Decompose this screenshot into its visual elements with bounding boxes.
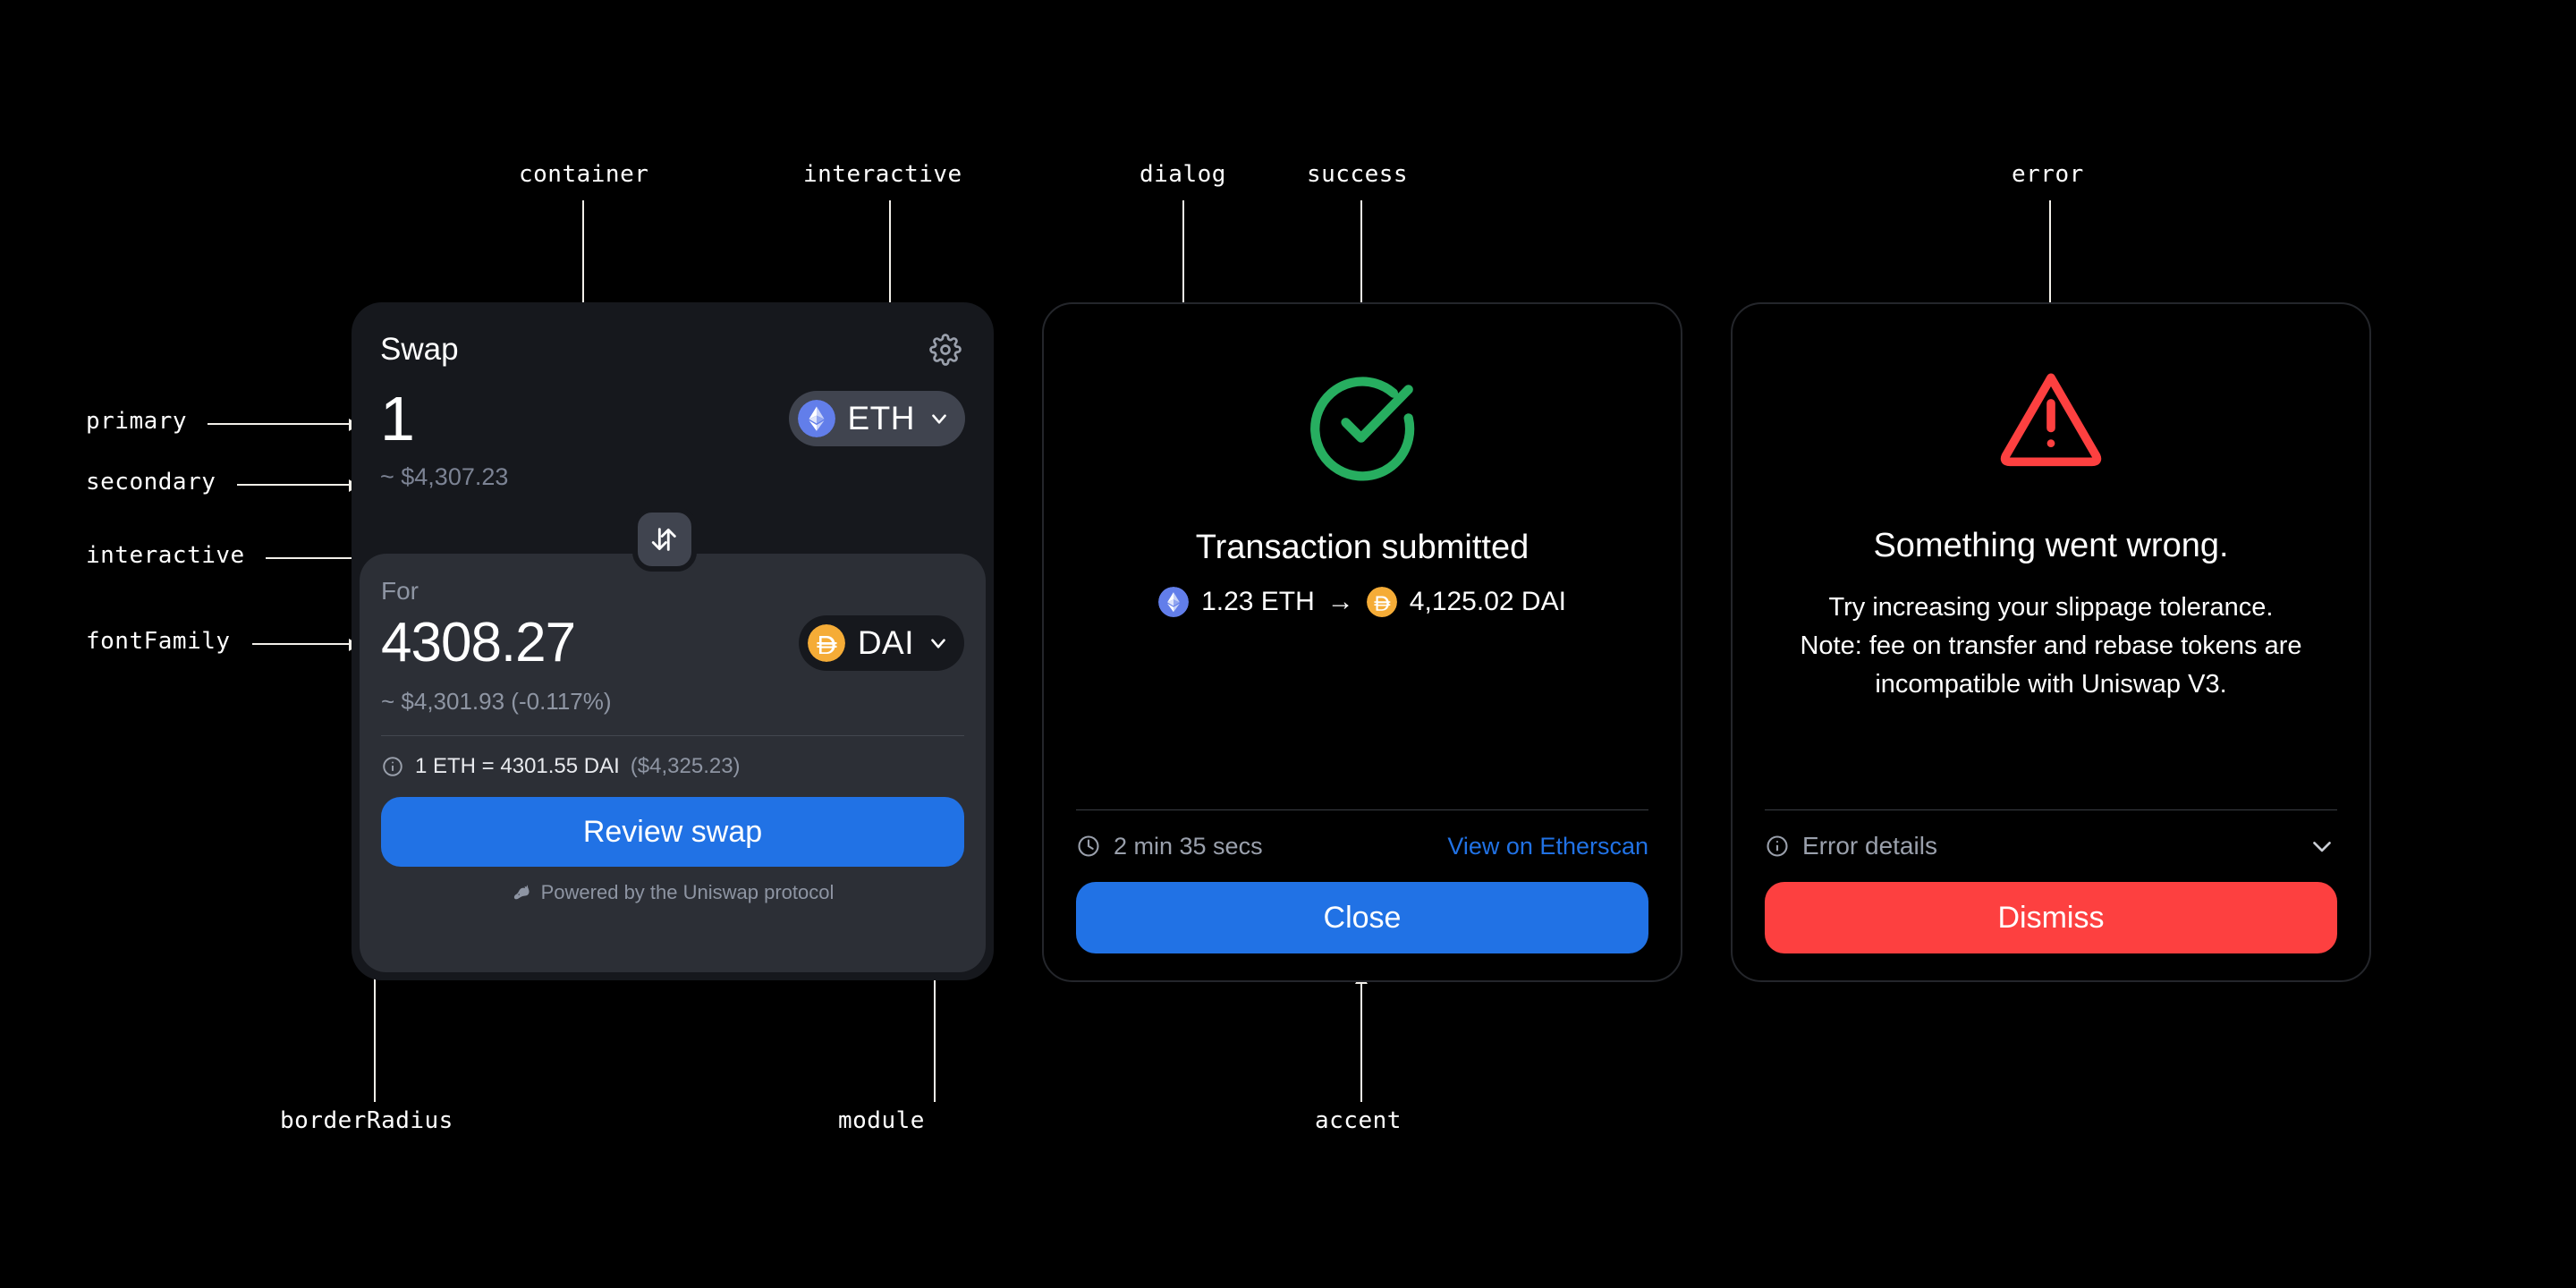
powered-by-footer: Powered by the Uniswap protocol — [381, 881, 964, 904]
annotation-dialog: dialog — [1140, 161, 1226, 188]
leader-line-fontfamily — [252, 643, 351, 645]
buy-amount-input[interactable]: 4308.27 — [381, 612, 576, 674]
annotation-primary: primary — [86, 408, 188, 435]
annotation-accent: accent — [1315, 1107, 1402, 1134]
ethereum-icon — [797, 400, 835, 437]
error-body: Try increasing your slippage tolerance. … — [1800, 593, 2302, 699]
buy-usd-value: ~ $4,301.93 (-0.117%) — [381, 688, 612, 715]
annotation-success: success — [1307, 161, 1409, 188]
swap-card: Swap 1 — [352, 302, 994, 980]
exchange-rate-text: 1 ETH = 4301.55 DAI — [415, 754, 620, 778]
leader-line-dialog — [1182, 200, 1184, 333]
leader-line-container — [582, 200, 584, 336]
sell-token-symbol: ETH — [847, 400, 915, 436]
powered-by-text: Powered by the Uniswap protocol — [540, 881, 835, 903]
module-divider — [381, 735, 964, 736]
chevron-down-icon — [931, 639, 945, 648]
annotation-interactive-toggle: interactive — [86, 542, 245, 569]
exchange-rate-usd: ($4,325.23) — [630, 754, 741, 778]
error-details-row[interactable]: Error details — [1765, 810, 2337, 882]
close-button[interactable]: Close — [1076, 882, 1648, 953]
check-circle-icon — [1305, 369, 1419, 487]
exchange-rate-row[interactable]: 1 ETH = 4301.55 DAI ($4,325.23) — [381, 754, 964, 779]
view-on-etherscan-link[interactable]: View on Etherscan — [1447, 832, 1648, 860]
error-title: Something went wrong. — [1873, 527, 2229, 564]
annotation-fontfamily: fontFamily — [86, 628, 231, 655]
swap-direction-button[interactable] — [632, 507, 697, 572]
dialog-title: Transaction submitted — [1195, 529, 1530, 566]
from-amount: 1.23 ETH — [1201, 587, 1315, 616]
page-title: Swap — [380, 332, 459, 367]
dai-icon — [807, 624, 845, 662]
leader-line-secondary — [237, 484, 351, 486]
leader-line-primary — [208, 423, 351, 425]
swap-direction-icon — [651, 528, 676, 551]
dismiss-button[interactable]: Dismiss — [1765, 882, 2337, 953]
chevron-down-icon[interactable] — [2307, 831, 2337, 861]
elapsed-time-text: 2 min 35 secs — [1114, 832, 1263, 860]
annotation-container: container — [519, 161, 649, 188]
error-dialog: Something went wrong. Try increasing you… — [1731, 302, 2371, 982]
dai-icon — [1366, 587, 1397, 617]
sell-token-selector[interactable]: ETH — [788, 391, 965, 446]
leader-line-interactive-top — [889, 200, 891, 399]
buy-label: For — [381, 577, 419, 605]
unicorn-icon — [513, 885, 530, 900]
annotation-module: module — [838, 1107, 925, 1134]
error-details-label: Error details — [1802, 832, 1937, 860]
sell-amount-input[interactable]: 1 — [380, 384, 415, 453]
buy-token-symbol: DAI — [857, 624, 914, 661]
annotation-secondary: secondary — [86, 469, 216, 496]
dialog-divider — [1076, 809, 1648, 810]
sell-amount-row: 1 ETH — [380, 381, 965, 456]
info-icon — [1767, 835, 1788, 857]
buy-token-selector[interactable]: DAI — [798, 615, 964, 671]
elapsed-time: 2 min 35 secs — [1076, 833, 1263, 860]
transaction-meta-row: 2 min 35 secs View on Etherscan — [1076, 810, 1648, 882]
leader-line-borderradius — [374, 968, 376, 1102]
annotation-borderradius: borderRadius — [280, 1107, 453, 1134]
buy-module: For 4308.27 DAI ~ $4,301.93 (-0.117%) — [360, 554, 986, 972]
to-amount: 4,125.02 DAI — [1409, 587, 1566, 616]
ethereum-icon — [1158, 587, 1190, 617]
clock-icon — [1078, 835, 1099, 857]
sell-usd-value: ~ $4,307.23 — [380, 463, 509, 490]
buy-amount-row: 4308.27 DAI — [381, 609, 964, 677]
swap-header: Swap — [380, 329, 965, 370]
sell-panel: 1 ETH ~ $4, — [352, 381, 994, 560]
annotation-error: error — [2012, 161, 2084, 188]
leader-line-error — [2049, 200, 2051, 401]
review-swap-button[interactable]: Review swap — [381, 797, 964, 867]
swap-summary: 1.23 ETH → 4,125.02 DAI — [1158, 587, 1566, 617]
leader-line-accent — [1360, 984, 1362, 1102]
error-details-label-group: Error details — [1765, 832, 1937, 860]
alert-triangle-icon — [1997, 369, 2105, 471]
info-icon — [383, 757, 402, 776]
annotation-interactive-top: interactive — [803, 161, 962, 188]
chevron-down-icon — [932, 414, 946, 424]
success-dialog: Transaction submitted 1.23 ETH → 4,125.0… — [1042, 302, 1682, 982]
gear-icon[interactable] — [926, 330, 965, 369]
error-divider — [1765, 809, 2337, 810]
arrow-glyph: → — [1326, 587, 1354, 616]
